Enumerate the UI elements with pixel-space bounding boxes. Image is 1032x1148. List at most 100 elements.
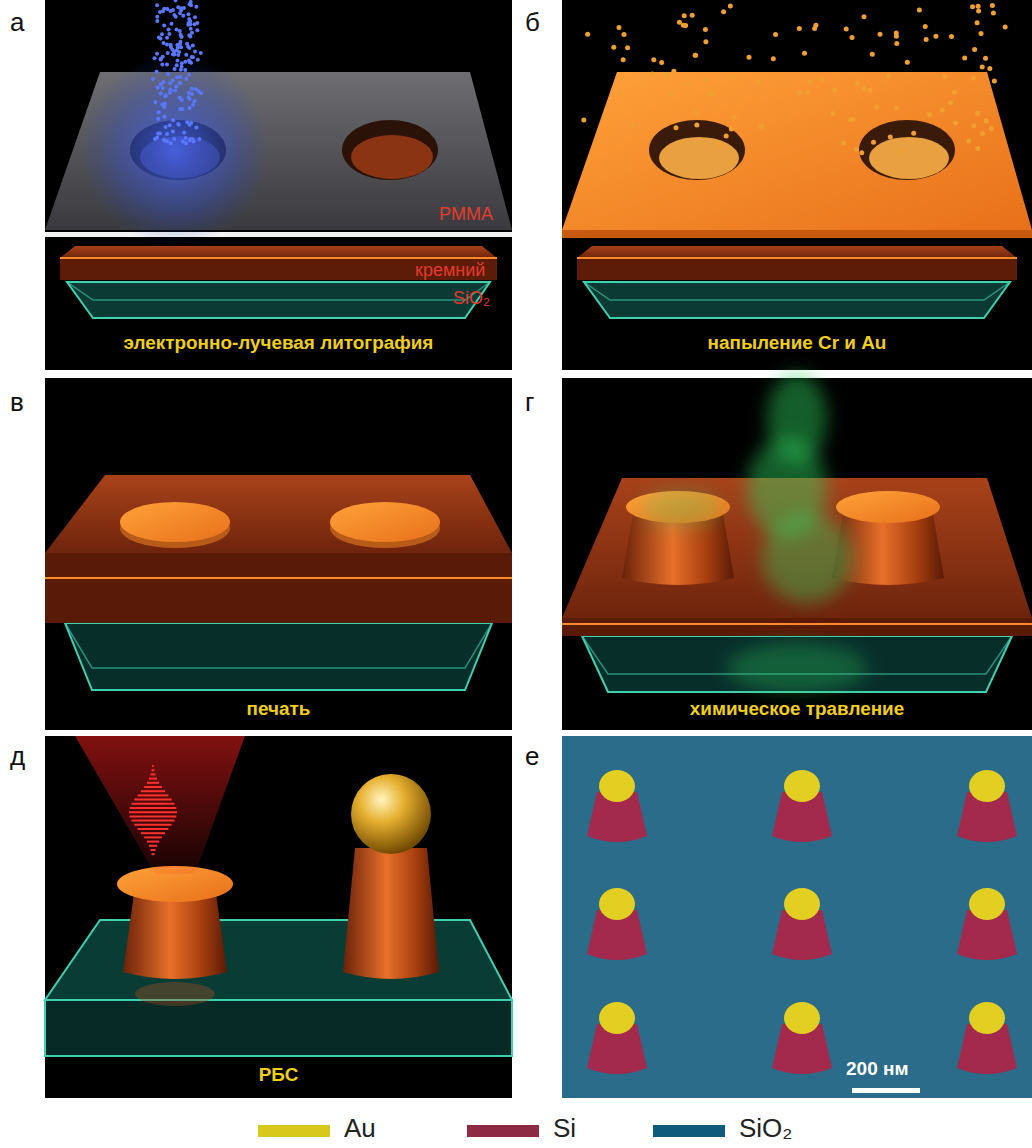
panel-letter: б <box>525 8 540 38</box>
electron <box>178 81 182 85</box>
electron <box>179 33 183 37</box>
gold-atom <box>756 80 761 85</box>
electron <box>193 50 197 54</box>
electron <box>176 53 180 57</box>
electron <box>171 130 175 134</box>
gold-atom <box>871 140 876 145</box>
electron <box>175 58 179 62</box>
pulse-line <box>134 824 171 826</box>
electron <box>171 78 175 82</box>
electron <box>178 11 182 15</box>
gold-atom <box>975 146 980 151</box>
electron-beam <box>151 0 203 145</box>
electron <box>189 121 193 125</box>
gold-atom <box>870 52 875 57</box>
electron <box>175 63 179 67</box>
electron <box>165 36 169 40</box>
electron <box>158 36 162 40</box>
laser-panel <box>45 736 512 1098</box>
nanoparticle <box>957 770 1017 842</box>
hole <box>649 120 745 180</box>
gold-atom <box>991 11 996 16</box>
electron <box>153 100 157 104</box>
electron <box>194 125 198 129</box>
electron <box>188 60 192 64</box>
gold-atom <box>970 4 975 9</box>
gold-atom <box>683 23 688 28</box>
pulse-line <box>130 807 177 809</box>
electron <box>187 12 191 16</box>
panel-letter: е <box>525 742 539 772</box>
gold-cap <box>599 770 635 802</box>
legend-label: Au <box>344 1114 376 1144</box>
electron <box>183 60 187 64</box>
gold-atom <box>917 8 922 13</box>
pulse-line <box>152 765 154 767</box>
silicon-front <box>577 258 1017 280</box>
pulse-line <box>144 786 162 788</box>
gold-atom <box>625 45 630 50</box>
electron <box>182 131 186 135</box>
oxide-top <box>45 920 512 1000</box>
electron <box>181 14 185 18</box>
nanoparticle <box>587 770 647 842</box>
gold-atom <box>812 26 817 31</box>
gold-atom <box>844 26 849 31</box>
gold-atom <box>868 88 873 93</box>
deposition-panel <box>562 0 1032 370</box>
gold-disc <box>330 502 440 542</box>
sem-ground <box>562 736 1032 1098</box>
electron <box>190 92 194 96</box>
gold-atom <box>854 147 859 152</box>
pulse-line <box>130 815 177 817</box>
electron <box>169 45 173 49</box>
electron <box>179 68 183 72</box>
gold-disc <box>120 502 230 542</box>
electron <box>151 77 155 81</box>
gold-cap <box>599 888 635 920</box>
pulse-line <box>152 769 155 771</box>
gold-atom <box>797 26 802 31</box>
electron <box>188 2 192 6</box>
gold-atom <box>682 13 687 18</box>
gold-cap <box>784 888 820 920</box>
reflection <box>135 982 215 1006</box>
electron <box>165 132 169 136</box>
gold-atom <box>905 60 910 65</box>
gold-atom <box>966 139 971 144</box>
gold-atom <box>729 127 734 132</box>
gold-atom <box>971 123 976 128</box>
electron <box>193 15 197 19</box>
gold-atom <box>630 123 635 128</box>
electron <box>161 9 165 13</box>
panel-letter: г <box>525 388 534 418</box>
electron <box>178 107 182 111</box>
electron <box>184 77 188 81</box>
silicon-top <box>60 246 497 258</box>
electron <box>157 110 161 114</box>
pulse-line <box>152 853 155 855</box>
electron <box>186 23 190 27</box>
electron <box>177 123 181 127</box>
beam-glow <box>80 55 270 245</box>
electron <box>165 63 169 67</box>
gold-atom <box>802 51 807 56</box>
gold-atom <box>899 148 904 153</box>
gold-cap <box>969 888 1005 920</box>
gold-atom <box>841 140 846 145</box>
electron <box>155 52 159 56</box>
gold-atom <box>923 24 928 29</box>
electron <box>199 51 203 55</box>
gold-atom <box>797 90 802 95</box>
pulse-line <box>149 845 157 847</box>
nanoparticle <box>957 1002 1017 1074</box>
gold-atom <box>952 90 957 95</box>
electron <box>178 75 182 79</box>
gold-atom <box>850 35 855 40</box>
electron <box>159 57 163 61</box>
silicon-front <box>45 553 512 623</box>
gold-atom <box>724 134 729 139</box>
gold-atom <box>980 64 985 69</box>
electron <box>164 125 168 129</box>
